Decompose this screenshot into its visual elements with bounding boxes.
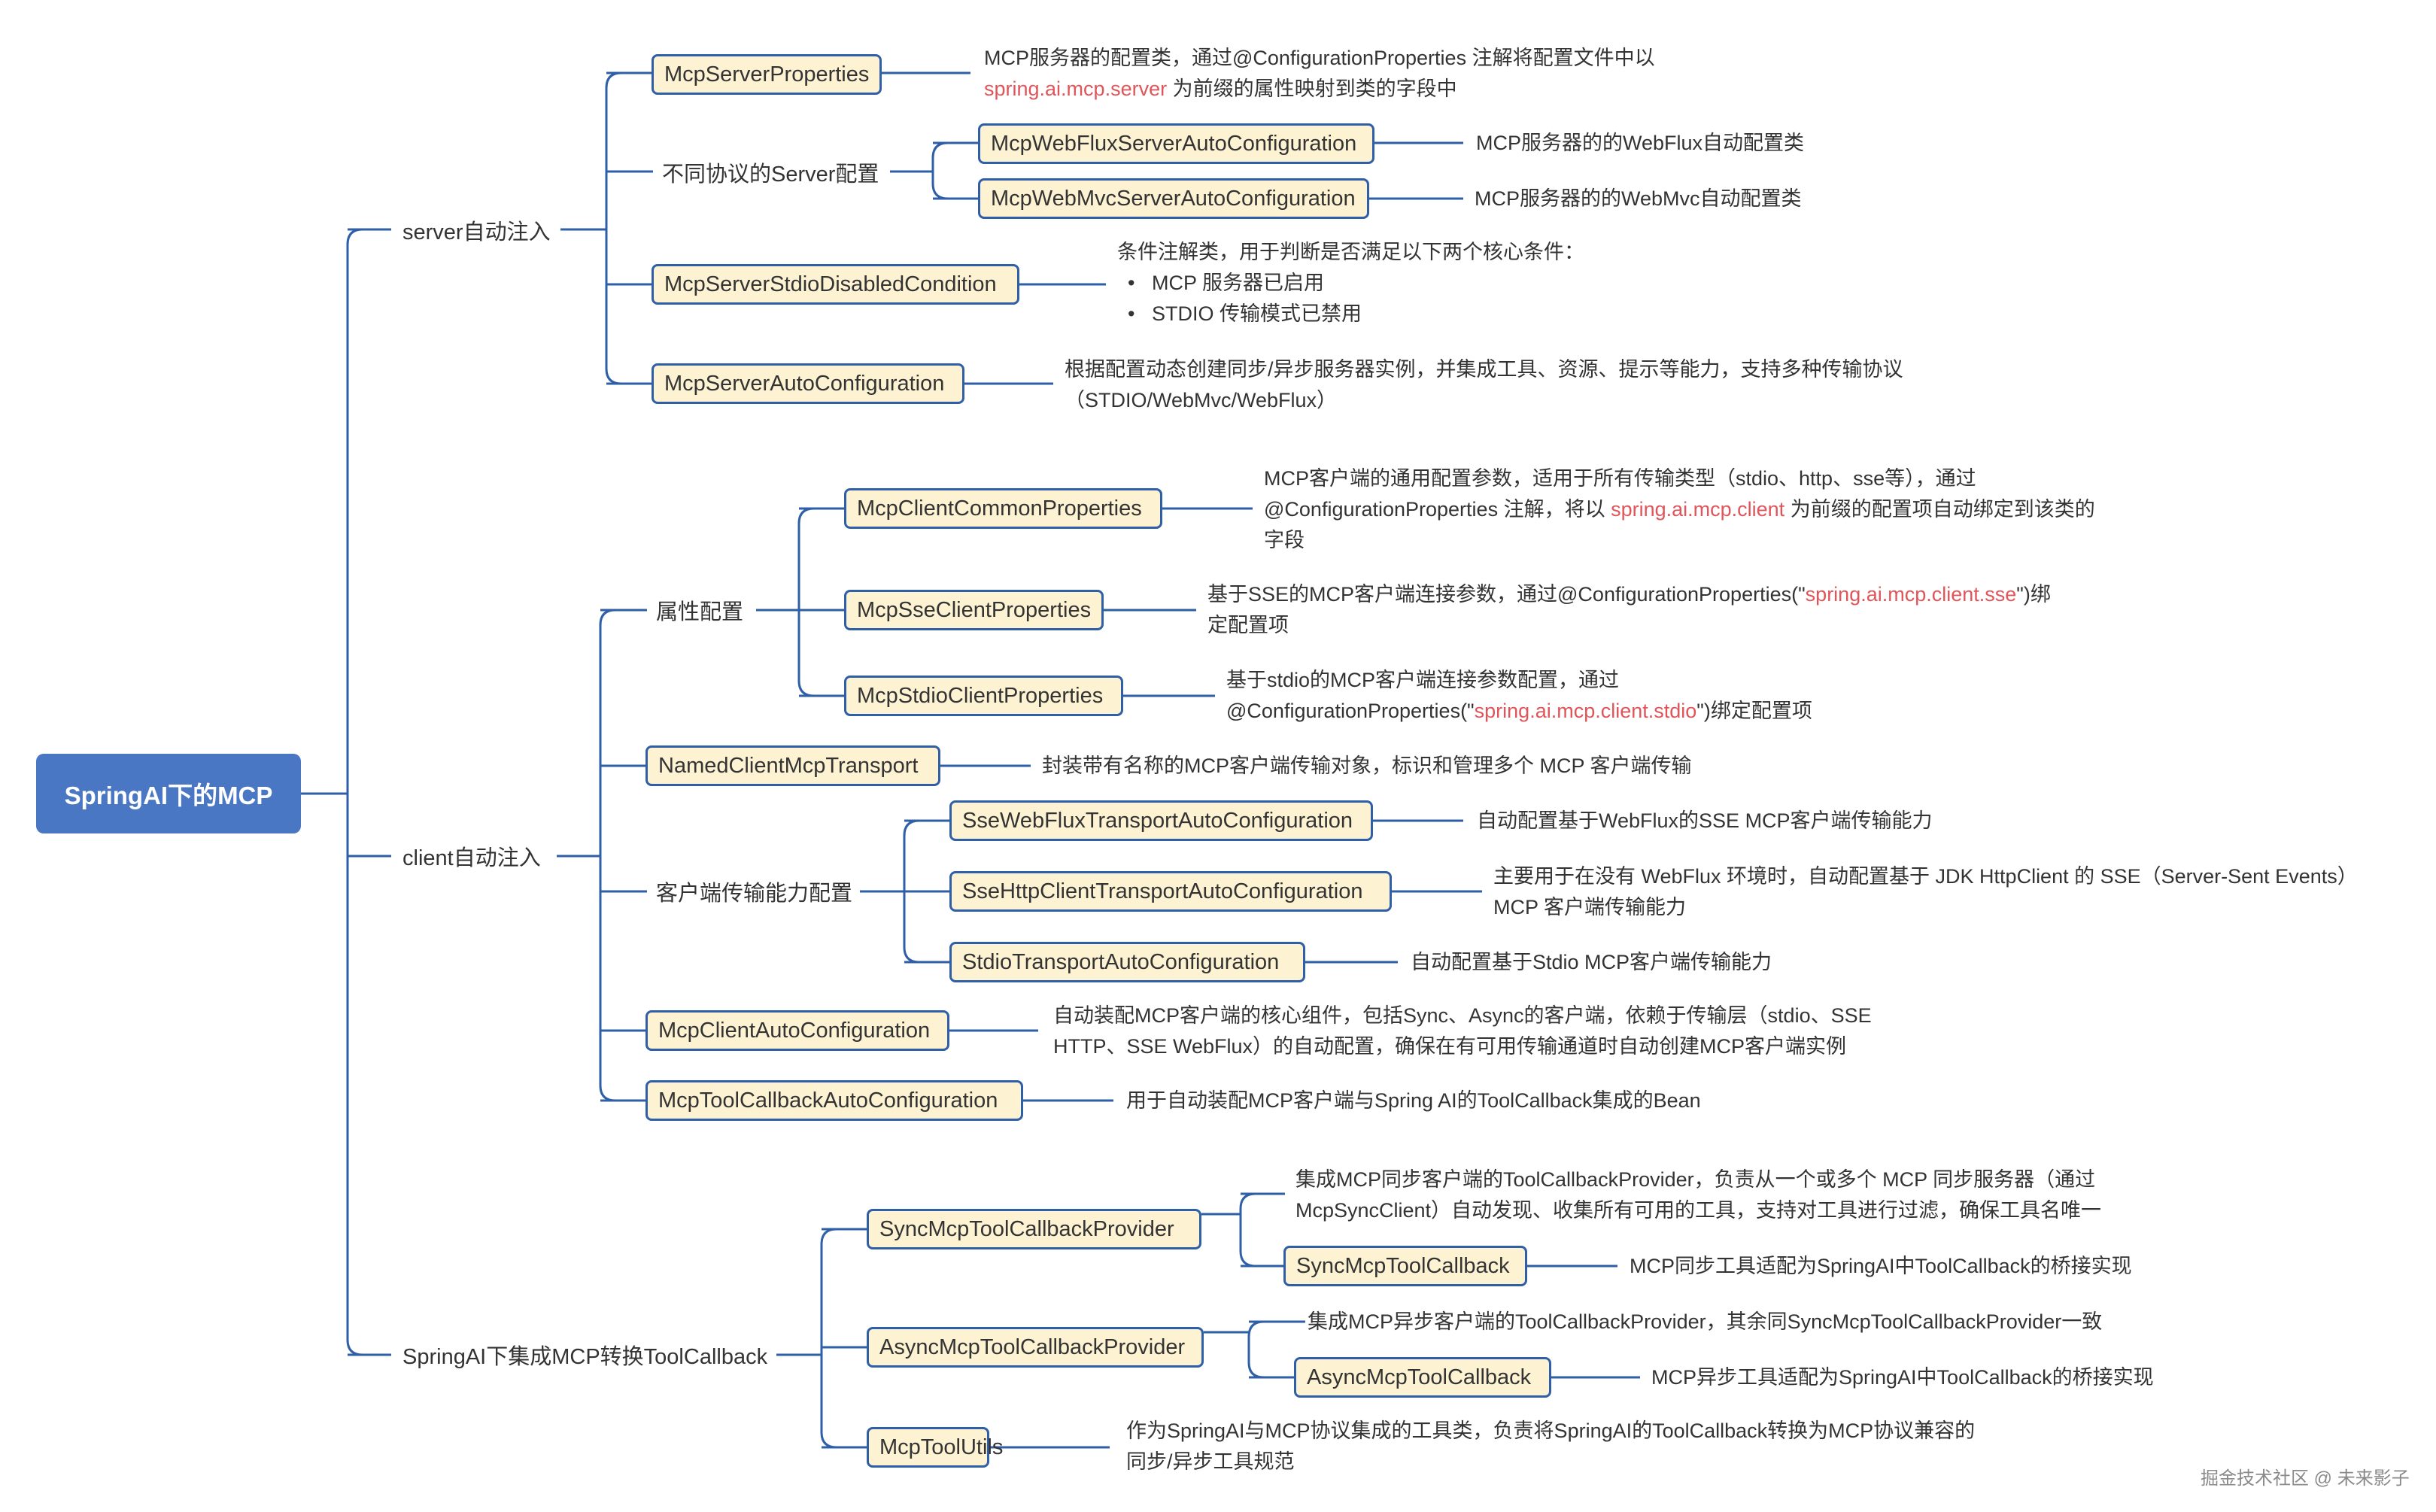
desc-line: spring.ai.mcp.server 为前缀的属性映射到类的字段中 bbox=[984, 74, 1655, 105]
desc-text: 基于SSE的MCP客户端连接参数，通过@ConfigurationPropert… bbox=[1207, 583, 1806, 606]
mcp-client-common-properties-node[interactable]: McpClientCommonProperties bbox=[844, 488, 1162, 529]
sse-webflux-transport-autoconfig-desc: 自动配置基于WebFlux的SSE MCP客户端传输能力 bbox=[1477, 809, 1933, 832]
async-mcp-tool-callback-node[interactable]: AsyncMcpToolCallback bbox=[1294, 1357, 1551, 1398]
desc-line: 作为SpringAI与MCP协议集成的工具类，负责将SpringAI的ToolC… bbox=[1126, 1419, 1976, 1442]
mcp-stdio-client-properties-node[interactable]: McpStdioClientProperties bbox=[844, 676, 1123, 716]
bullet-text: MCP 服务器已启用 bbox=[1152, 272, 1325, 294]
mcp-stdio-client-properties-desc: 基于stdio的MCP客户端连接参数配置，通过 @ConfigurationPr… bbox=[1226, 665, 1812, 727]
client-props-branch-label[interactable]: 属性配置 bbox=[656, 600, 744, 624]
stdio-transport-autoconfig-node[interactable]: StdioTransportAutoConfiguration bbox=[949, 942, 1305, 982]
mcp-sse-client-properties-node[interactable]: McpSseClientProperties bbox=[844, 590, 1104, 630]
async-mcp-tool-callback-provider-node[interactable]: AsyncMcpToolCallbackProvider bbox=[867, 1327, 1204, 1368]
mcp-server-stdio-disabled-condition-node[interactable]: McpServerStdioDisabledCondition bbox=[652, 264, 1019, 305]
named-client-mcp-transport-node[interactable]: NamedClientMcpTransport bbox=[645, 745, 940, 786]
desc-text: @ConfigurationProperties(" bbox=[1226, 700, 1475, 722]
mcp-server-stdio-disabled-condition-desc: 条件注解类，用于判断是否满足以下两个核心条件： MCP 服务器已启用 STDIO… bbox=[1117, 237, 1584, 329]
desc-line: 字段 bbox=[1264, 529, 1305, 551]
desc-line: 基于SSE的MCP客户端连接参数，通过@ConfigurationPropert… bbox=[1207, 579, 2051, 610]
mcp-tool-callback-autoconfig-desc: 用于自动装配MCP客户端与Spring AI的ToolCallback集成的Be… bbox=[1126, 1089, 1701, 1112]
mcp-server-autoconfig-node[interactable]: McpServerAutoConfiguration bbox=[652, 363, 964, 404]
mcp-client-common-properties-desc: MCP客户端的通用配置参数，适用于所有传输类型（stdio、http、sse等）… bbox=[1264, 463, 2095, 556]
mcp-client-autoconfig-node[interactable]: McpClientAutoConfiguration bbox=[645, 1010, 949, 1051]
config-prefix-highlight: spring.ai.mcp.client.sse bbox=[1805, 583, 2017, 606]
desc-text: ")绑 bbox=[2016, 583, 2051, 606]
desc-line: MCP 客户端传输能力 bbox=[1493, 896, 1687, 918]
toolcallback-branch-label[interactable]: SpringAI下集成MCP转换ToolCallback bbox=[402, 1345, 768, 1369]
sse-webflux-transport-autoconfig-node[interactable]: SseWebFluxTransportAutoConfiguration bbox=[949, 800, 1373, 841]
watermark: 掘金技术社区 @ 未来影子 bbox=[2201, 1468, 2410, 1489]
config-prefix-highlight: spring.ai.mcp.client.stdio bbox=[1474, 700, 1697, 722]
sync-mcp-tool-callback-provider-node[interactable]: SyncMcpToolCallbackProvider bbox=[867, 1209, 1201, 1249]
desc-line: 条件注解类，用于判断是否满足以下两个核心条件： bbox=[1117, 241, 1584, 263]
desc-text: 为前缀的配置项自动绑定到该类的 bbox=[1784, 498, 2095, 521]
async-mcp-tool-callback-provider-desc: 集成MCP异步客户端的ToolCallbackProvider，其余同SyncM… bbox=[1308, 1310, 2103, 1333]
config-prefix-highlight: spring.ai.mcp.server bbox=[984, 77, 1168, 100]
desc-line: 自动装配MCP客户端的核心组件，包括Sync、Async的客户端，依赖于传输层（… bbox=[1053, 1004, 1872, 1027]
mcp-server-autoconfig-desc: 根据配置动态创建同步/异步服务器实例，并集成工具、资源、提示等能力，支持多种传输… bbox=[1065, 354, 1903, 416]
server-protocol-branch-label[interactable]: 不同协议的Server配置 bbox=[662, 162, 879, 187]
bullet-item: STDIO 传输模式已禁用 bbox=[1117, 299, 1584, 329]
desc-line: MCP服务器的配置类，通过@ConfigurationProperties 注解… bbox=[984, 47, 1655, 69]
root-node[interactable]: SpringAI下的MCP bbox=[36, 754, 301, 833]
mcp-webflux-server-autoconfig-desc: MCP服务器的的WebFlux自动配置类 bbox=[1476, 132, 1805, 154]
sync-mcp-tool-callback-node[interactable]: SyncMcpToolCallback bbox=[1283, 1246, 1527, 1286]
config-prefix-highlight: spring.ai.mcp.client bbox=[1611, 498, 1785, 521]
sse-httpclient-transport-autoconfig-node[interactable]: SseHttpClientTransportAutoConfiguration bbox=[949, 871, 1392, 912]
mcp-tool-callback-autoconfig-node[interactable]: McpToolCallbackAutoConfiguration bbox=[645, 1080, 1023, 1121]
desc-line: 同步/异步工具规范 bbox=[1126, 1450, 1295, 1473]
stdio-transport-autoconfig-desc: 自动配置基于Stdio MCP客户端传输能力 bbox=[1411, 951, 1772, 973]
mcp-sse-client-properties-desc: 基于SSE的MCP客户端连接参数，通过@ConfigurationPropert… bbox=[1207, 579, 2051, 641]
client-transport-branch-label[interactable]: 客户端传输能力配置 bbox=[656, 882, 853, 906]
desc-line: McpSyncClient）自动发现、收集所有可用的工具，支持对工具进行过滤，确… bbox=[1295, 1199, 2102, 1222]
sync-mcp-tool-callback-desc: MCP同步工具适配为SpringAI中ToolCallback的桥接实现 bbox=[1630, 1255, 2132, 1277]
desc-line: MCP客户端的通用配置参数，适用于所有传输类型（stdio、http、sse等）… bbox=[1264, 467, 1976, 490]
desc-line: 主要用于在没有 WebFlux 环境时，自动配置基于 JDK HttpClien… bbox=[1493, 865, 2358, 888]
desc-line: @ConfigurationProperties("spring.ai.mcp.… bbox=[1226, 696, 1812, 727]
desc-line: 基于stdio的MCP客户端连接参数配置，通过 bbox=[1226, 669, 1620, 691]
bullet-item: MCP 服务器已启用 bbox=[1117, 268, 1584, 299]
desc-line: 根据配置动态创建同步/异步服务器实例，并集成工具、资源、提示等能力，支持多种传输… bbox=[1065, 358, 1903, 381]
bullet-text: STDIO 传输模式已禁用 bbox=[1152, 302, 1362, 325]
mcp-client-autoconfig-desc: 自动装配MCP客户端的核心组件，包括Sync、Async的客户端，依赖于传输层（… bbox=[1053, 1000, 1872, 1062]
server-branch-label[interactable]: server自动注入 bbox=[402, 220, 551, 244]
named-client-mcp-transport-desc: 封装带有名称的MCP客户端传输对象，标识和管理多个 MCP 客户端传输 bbox=[1042, 754, 1692, 777]
mcp-webflux-server-autoconfig-node[interactable]: McpWebFluxServerAutoConfiguration bbox=[978, 123, 1374, 164]
mcp-server-properties-desc: MCP服务器的配置类，通过@ConfigurationProperties 注解… bbox=[984, 43, 1655, 105]
desc-line: （STDIO/WebMvc/WebFlux） bbox=[1065, 389, 1338, 411]
sse-httpclient-transport-autoconfig-desc: 主要用于在没有 WebFlux 环境时，自动配置基于 JDK HttpClien… bbox=[1493, 861, 2358, 923]
desc-line: HTTP、SSE WebFlux）的自动配置，确保在有可用传输通道时自动创建MC… bbox=[1053, 1035, 1847, 1058]
desc-text: @ConfigurationProperties 注解，将以 bbox=[1264, 498, 1611, 521]
async-mcp-tool-callback-desc: MCP异步工具适配为SpringAI中ToolCallback的桥接实现 bbox=[1651, 1366, 2154, 1389]
desc-line: @ConfigurationProperties 注解，将以 spring.ai… bbox=[1264, 494, 2095, 525]
mcp-tool-utils-desc: 作为SpringAI与MCP协议集成的工具类，负责将SpringAI的ToolC… bbox=[1126, 1416, 1975, 1477]
sync-mcp-tool-callback-provider-desc: 集成MCP同步客户端的ToolCallbackProvider，负责从一个或多个… bbox=[1295, 1164, 2101, 1226]
mcp-tool-utils-node[interactable]: McpToolUtils bbox=[867, 1427, 1003, 1468]
mcp-webmvc-server-autoconfig-node[interactable]: McpWebMvcServerAutoConfiguration bbox=[978, 178, 1369, 219]
mcp-webmvc-server-autoconfig-desc: MCP服务器的的WebMvc自动配置类 bbox=[1475, 187, 1802, 210]
desc-line: 集成MCP同步客户端的ToolCallbackProvider，负责从一个或多个… bbox=[1295, 1168, 2096, 1191]
client-branch-label[interactable]: client自动注入 bbox=[402, 846, 541, 870]
mcp-server-properties-node[interactable]: McpServerProperties bbox=[652, 54, 882, 95]
desc-text: ")绑定配置项 bbox=[1696, 700, 1812, 722]
desc-line: 定配置项 bbox=[1207, 614, 1289, 636]
desc-text: 为前缀的属性映射到类的字段中 bbox=[1167, 77, 1457, 100]
